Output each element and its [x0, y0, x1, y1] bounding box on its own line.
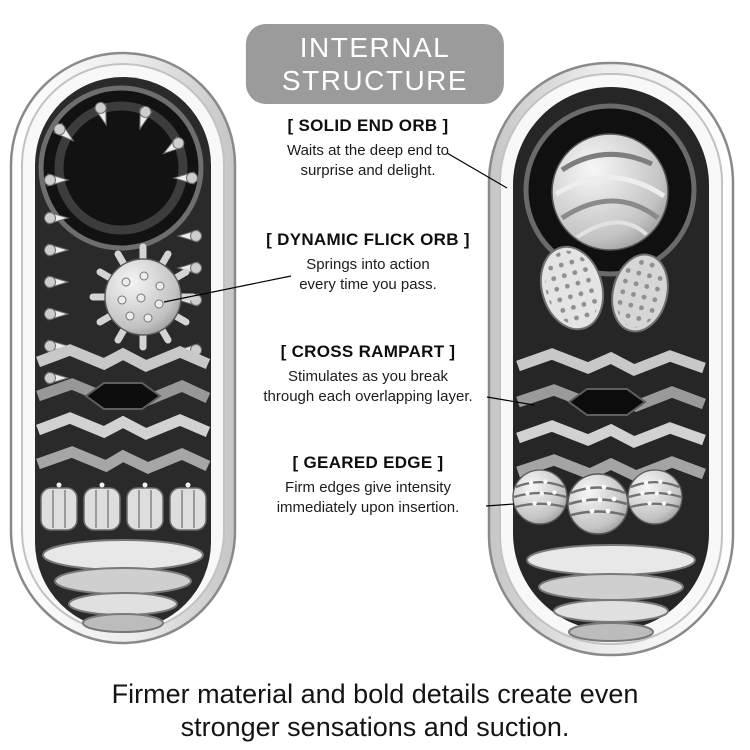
callout-text: every time you pass. [299, 276, 437, 294]
footer-caption: Firmer material and bold details create … [0, 678, 750, 745]
callout-title: [ CROSS RAMPART ] [280, 342, 456, 361]
ribbed-orbs-graphic [511, 468, 684, 536]
callout-text: immediately upon insertion. [276, 499, 460, 517]
solid-end-orb-graphic [523, 103, 697, 277]
title-badge-line2: STRUCTURE [281, 65, 469, 97]
callout-text: surprise and delight. [300, 162, 436, 180]
callout-title: [ GEARED EDGE ] [292, 453, 444, 472]
callout-dynamic-flick-orb: [ DYNAMIC FLICK ORB ] Springs into actio… [228, 230, 508, 296]
base-rings-graphic [42, 539, 204, 633]
footer-line2: stronger sensations and suction. [180, 712, 570, 743]
geared-edge-graphic [40, 482, 207, 531]
top-chamber-graphic [38, 85, 204, 251]
callout-cross-rampart: [ CROSS RAMPART ] Stimulates as you brea… [228, 342, 508, 408]
right-cutaway-illustration [486, 60, 736, 675]
callout-text: Waits at the deep end to [286, 142, 450, 159]
left-cutaway-graphic [9, 51, 237, 645]
cross-rampart-graphic [36, 344, 211, 475]
title-badge: INTERNAL STRUCTURE [245, 24, 505, 105]
left-cutaway-illustration [8, 50, 238, 665]
callout-title: [ SOLID END ORB ] [287, 116, 449, 135]
title-badge-line1: INTERNAL [299, 32, 451, 63]
dotted-pads-graphic [539, 245, 669, 333]
callout-title: [ DYNAMIC FLICK ORB ] [266, 230, 470, 249]
callout-text: Springs into action [306, 256, 430, 273]
right-cutaway-graphic [487, 61, 735, 657]
callout-solid-end-orb: [ SOLID END ORB ] Waits at the deep end … [228, 116, 508, 182]
callout-geared-edge: [ GEARED EDGE ] Firm edges give intensit… [228, 453, 508, 519]
callout-text: Stimulates as you break [287, 368, 449, 385]
callout-text: Firm edges give intensity [285, 479, 451, 496]
footer-line1: Firmer material and bold details create … [111, 679, 639, 709]
cross-rampart-graphic-right [516, 348, 706, 482]
callout-text: through each overlapping layer. [263, 388, 473, 406]
base-rings-graphic-right [526, 544, 696, 642]
